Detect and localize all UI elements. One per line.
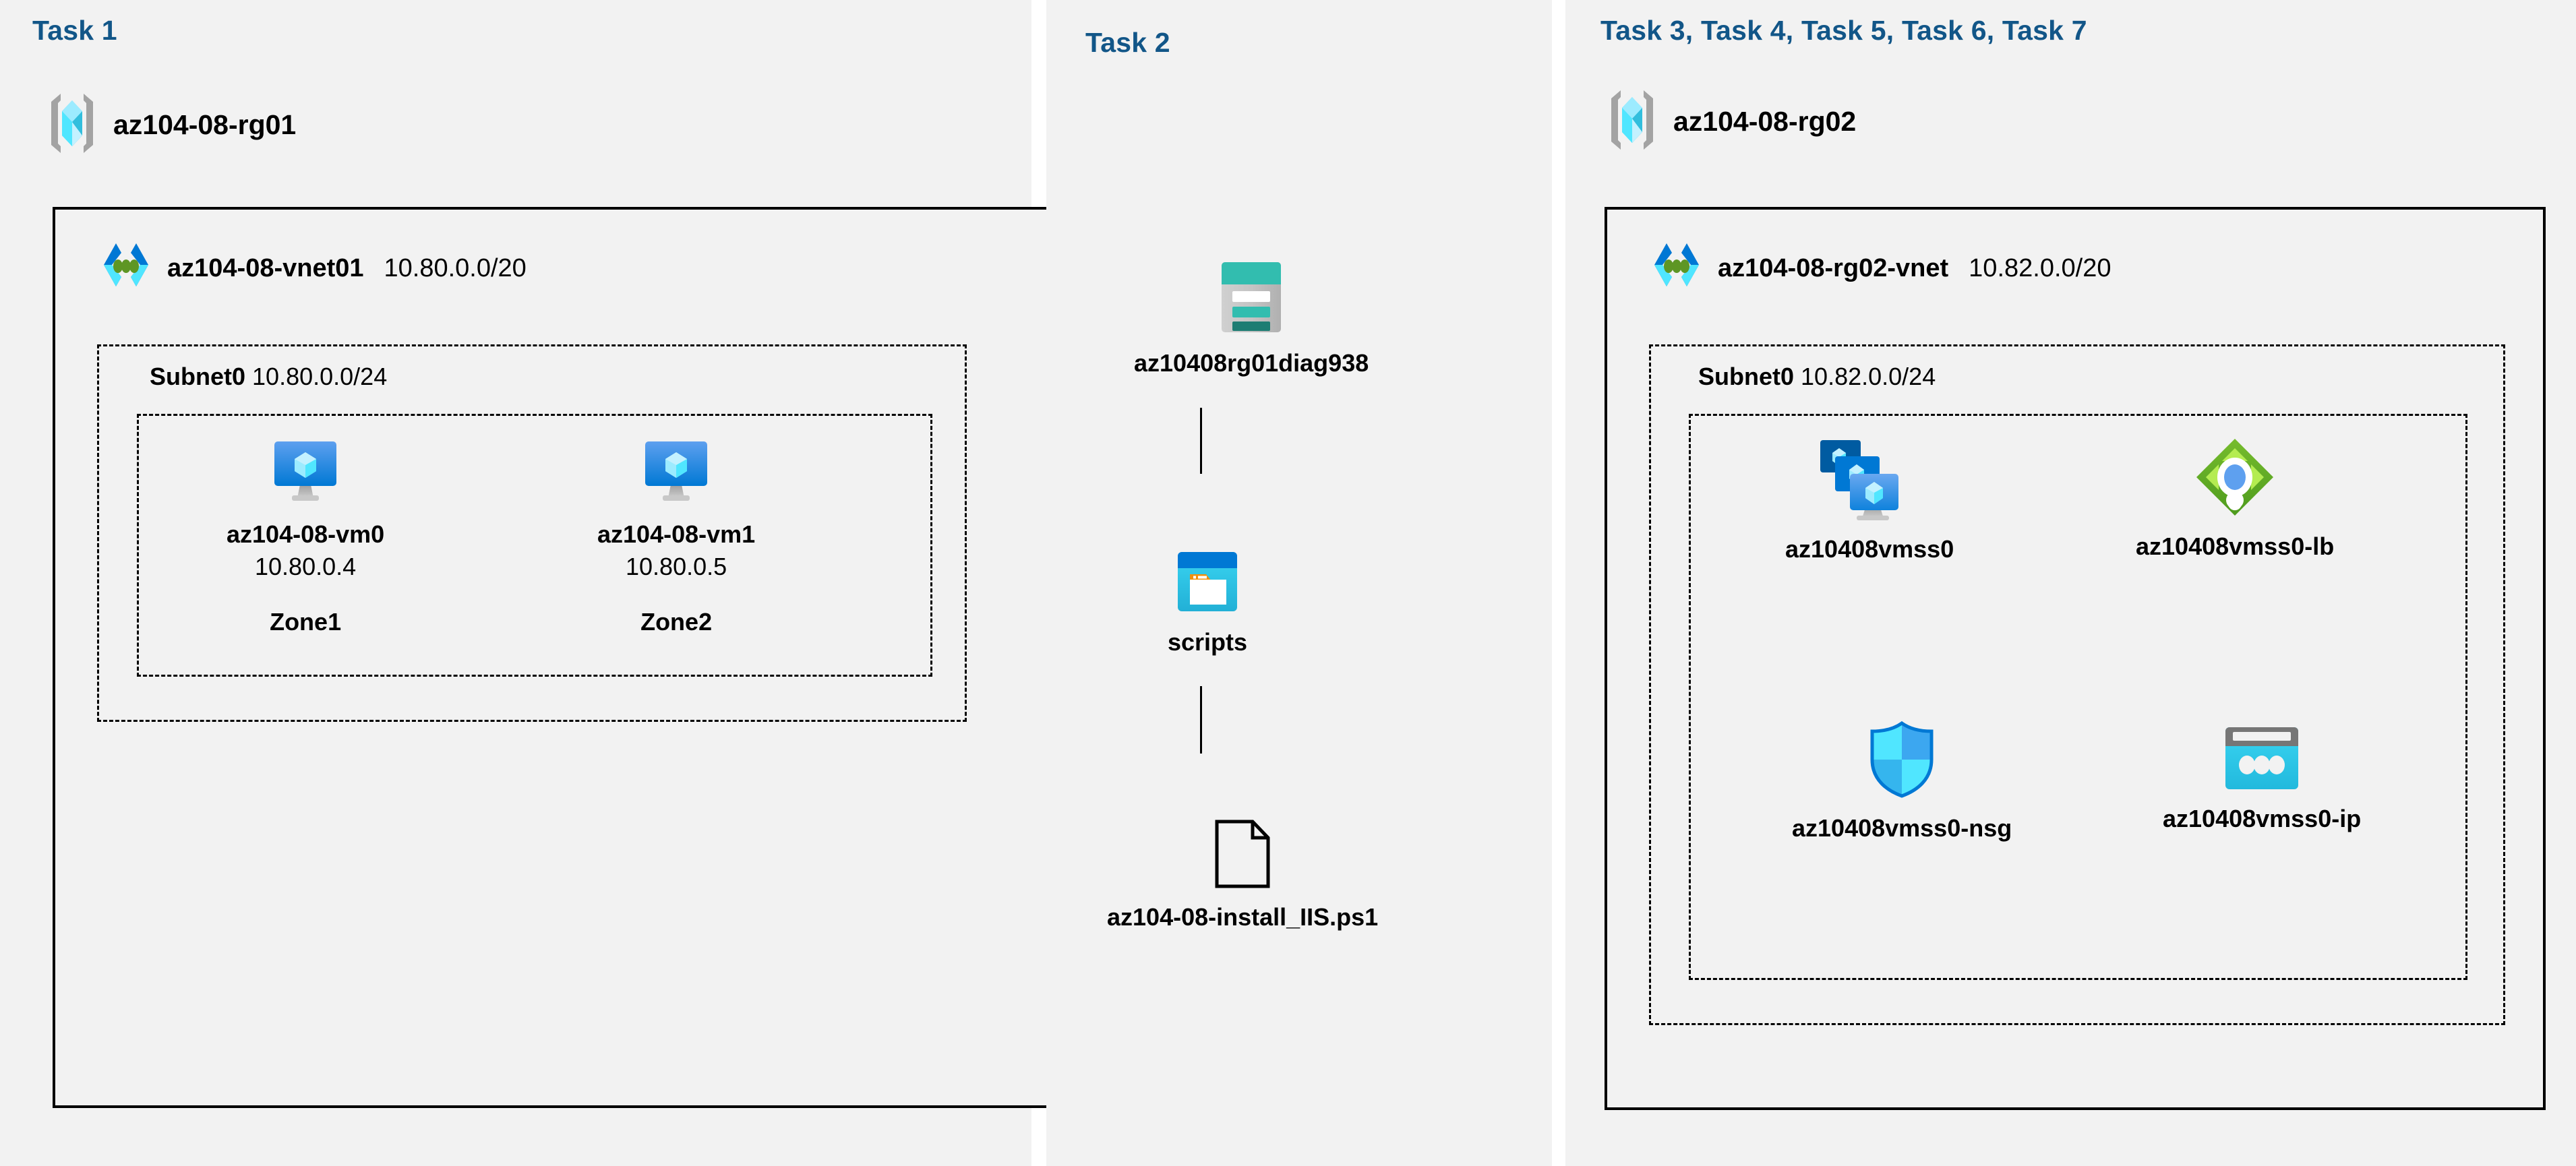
subnet0-title: Subnet0 10.80.0.0/24 [150,363,387,391]
storage-account-name: az10408rg01diag938 [1134,349,1369,377]
vm-zone: Zone2 [640,608,713,636]
network-security-group-az10408vmss0-nsg[interactable]: az10408vmss0-nsg [1792,719,2012,842]
load-balancer-icon [2194,436,2276,522]
panel-task-3-to-7: Task 3, Task 4, Task 5, Task 6, Task 7 a… [1565,0,2576,1166]
subnet0-cidr: 10.80.0.0/24 [252,363,388,390]
storage-account-icon [1218,259,1285,338]
vm-ip-address: 10.80.0.5 [626,553,727,580]
file-az104-08-install-iis-ps1[interactable]: az104-08-install_IIS.ps1 [1107,819,1378,931]
public-ip-address-az10408vmss0-ip[interactable]: az10408vmss0-ip [2163,726,2361,833]
task-3-to-7-heading: Task 3, Task 4, Task 5, Task 6, Task 7 [1600,15,2087,46]
storage-account-az10408rg01diag938[interactable]: az10408rg01diag938 [1134,259,1369,377]
subnet0-boundary: Subnet0 10.82.0.0/24 [1649,344,2505,1025]
vm-scale-set-name: az10408vmss0 [1785,535,1954,563]
virtual-network-icon [97,238,155,299]
vnet-header-rg02-vnet: az104-08-rg02-vnet 10.82.0.0/20 [1648,238,2111,299]
resource-group-rg01: az104-08-rg01 [46,91,296,159]
availability-zones-boundary: az104-08-vm0 10.80.0.4 Zone1 [137,414,932,677]
vm-scale-set-az10408vmss0[interactable]: az10408vmss0 [1785,436,1954,563]
resource-group-rg02: az104-08-rg02 [1606,88,1856,156]
connector-storage-to-container [1200,408,1202,474]
vm-az104-08-vm0[interactable]: az104-08-vm0 10.80.0.4 Zone1 [227,436,384,636]
vm-az104-08-vm1[interactable]: az104-08-vm1 10.80.0.5 Zone2 [597,436,755,636]
network-security-group-name: az10408vmss0-nsg [1792,814,2012,842]
load-balancer-name: az10408vmss0-lb [2136,532,2335,560]
connector-container-to-file [1200,686,1202,754]
task-2-heading: Task 2 [1085,27,1170,58]
blob-container-scripts[interactable]: scripts [1168,549,1247,656]
public-ip-address-icon [2224,726,2300,794]
file-icon [1214,819,1271,892]
vm-name: az104-08-vm1 [597,520,756,548]
subnet-resources-boundary: az10408vmss0 [1689,414,2467,980]
virtual-network-icon [1648,238,1706,299]
vm-zone: Zone1 [270,608,342,636]
vnet-header-vnet01: az104-08-vnet01 10.80.0.0/20 [97,238,527,299]
vnet-az104-08-rg02-vnet-boundary: az104-08-rg02-vnet 10.82.0.0/20 Subnet0 … [1605,207,2546,1110]
resource-group-icon [1606,88,1658,156]
blob-container-icon [1175,549,1240,617]
public-ip-address-name: az10408vmss0-ip [2163,805,2362,832]
vnet-cidr: 10.82.0.0/20 [1969,254,2111,282]
subnet0-title: Subnet0 10.82.0.0/24 [1698,363,1936,391]
vm-name: az104-08-vm0 [227,520,385,548]
subnet0-name: Subnet0 [1698,363,1795,390]
resource-group-icon [46,91,98,159]
subnet0-cidr: 10.82.0.0/24 [1801,363,1936,390]
file-name: az104-08-install_IIS.ps1 [1107,903,1379,931]
panel-task-1: Task 1 az104-08-rg01 [0,0,1482,1166]
vnet-cidr: 10.80.0.0/20 [384,254,527,282]
subnet0-boundary: Subnet0 10.80.0.0/24 [97,344,967,722]
vm-ip-address: 10.80.0.4 [255,553,357,580]
virtual-machine-icon [641,436,711,510]
resource-group-name: az104-08-rg02 [1673,106,1857,137]
network-security-group-icon [1865,719,1938,803]
vnet-name: az104-08-vnet01 [167,254,364,282]
task-1-heading: Task 1 [32,15,117,46]
vm-scale-set-icon [1819,436,1920,524]
resource-group-name: az104-08-rg01 [113,109,297,140]
virtual-machine-icon [270,436,340,510]
panel-task-2: Task 2 az10408rg01diag938 [1046,0,1552,1166]
load-balancer-az10408vmss0-lb[interactable]: az10408vmss0-lb [2136,436,2334,561]
vnet-name: az104-08-rg02-vnet [1718,254,1949,282]
subnet0-name: Subnet0 [150,363,246,390]
blob-container-name: scripts [1168,628,1248,656]
